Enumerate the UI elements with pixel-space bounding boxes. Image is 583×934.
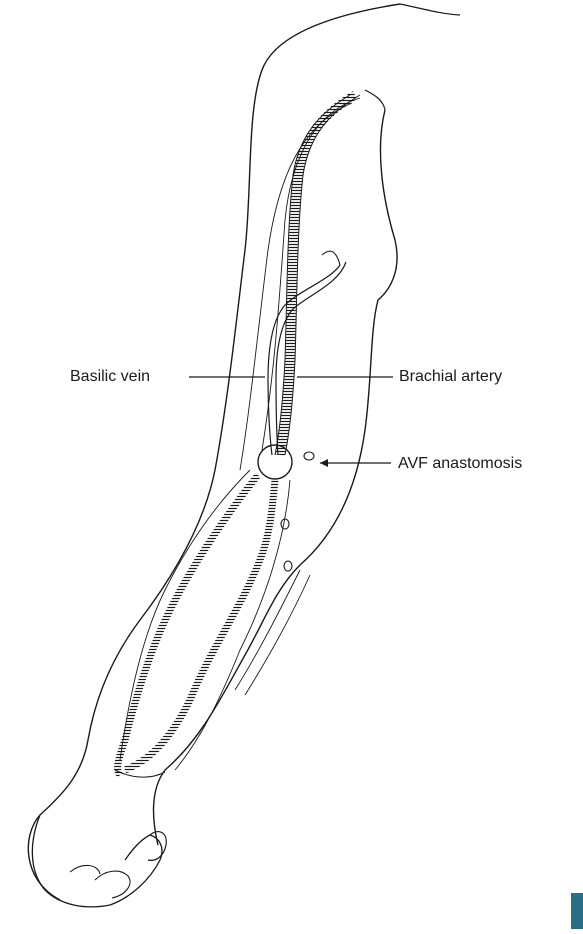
brachial-artery: [280, 95, 355, 455]
corner-tab: [571, 893, 583, 929]
avf-anastomosis-circle: [258, 445, 292, 479]
arm-outline-upper-left: [28, 4, 400, 900]
basilic-vein: [268, 265, 340, 455]
brachial-artery-label: Brachial artery: [399, 369, 502, 385]
arm-outline-right: [154, 110, 398, 845]
finger-2: [70, 865, 100, 874]
avf-anastomosis-label: AVF anastomosis: [398, 456, 522, 472]
arm-outline-shoulder: [400, 4, 460, 15]
basilic-vein-label: Basilic vein: [70, 369, 150, 385]
hand-outline: [32, 815, 162, 907]
forearm-vessel: [125, 480, 275, 770]
armpit-fold: [365, 90, 385, 110]
ligature-clip-1: [304, 452, 314, 460]
ligature-clip-3: [284, 561, 292, 571]
wrist-crease: [115, 770, 165, 777]
finger-1: [95, 871, 130, 898]
vein-branch-top: [322, 251, 340, 265]
